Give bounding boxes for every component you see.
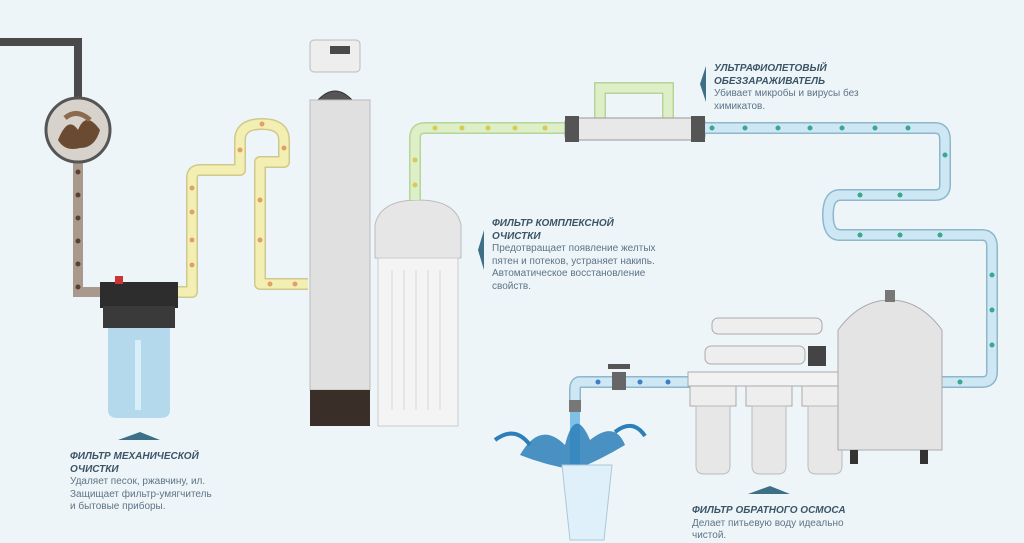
caption-line: пятен и потеков, устраняет накипь.: [492, 255, 655, 267]
caption-uv-sterilizer: УЛЬТРАФИОЛЕТОВЫЙ ОБЕЗЗАРАЖИВАТЕЛЬ Убивае…: [714, 63, 864, 113]
caption-line: химикатов.: [714, 100, 766, 112]
pointer-uv: [700, 66, 706, 102]
tap-icon: [608, 364, 630, 390]
caption-mechanical-filter: ФИЛЬТР МЕХАНИЧЕСКОЙ ОЧИСТКИ Удаляет песо…: [70, 451, 240, 514]
storage-tank: [837, 290, 943, 464]
caption-complex-filter: ФИЛЬТР КОМПЛЕКСНОЙ ОЧИСТКИ Предотвращает…: [492, 218, 662, 293]
caption-line: и бытовые приборы.: [70, 501, 166, 512]
yellow-pipe-dots: [189, 121, 298, 287]
blue-pipe-dots: [709, 125, 995, 385]
green-pipe-dots: [412, 125, 548, 188]
caption-title: ФИЛЬТР КОМПЛЕКСНОЙ ОЧИСТКИ: [492, 218, 614, 242]
pointer-mechanical: [118, 432, 160, 440]
filtered-water-pipe: [409, 122, 575, 200]
mechanical-filter: [100, 276, 178, 418]
caption-title: ФИЛЬТР МЕХАНИЧЕСКОЙ ОЧИСТКИ: [70, 451, 199, 475]
pointer-complex: [478, 230, 484, 270]
caption-title: ФИЛЬТР ОБРАТНОГО ОСМОСА: [692, 505, 846, 516]
reverse-osmosis-filter: [687, 317, 849, 475]
caption-title: УЛЬТРАФИОЛЕТОВЫЙ ОБЕЗЗАРАЖИВАТЕЛЬ: [714, 63, 827, 87]
uv-sterilizer: [564, 116, 706, 142]
caption-line: Удаляет песок, ржавчину, ил.: [70, 476, 206, 487]
caption-line: Делает питьевую воду идеально: [692, 517, 844, 529]
caption-line: Защищает фильтр-умягчитель: [70, 488, 212, 500]
softener-column: [309, 39, 371, 426]
dirty-water-pipe: [73, 160, 110, 297]
pointer-ro: [748, 486, 790, 494]
caption-line: чистой.: [692, 530, 727, 541]
dirty-pipe-dots: [75, 169, 81, 290]
caption-line: Убивает микробы и вирусы без: [714, 88, 859, 99]
dirty-water-icon: [44, 96, 112, 164]
glass-of-water: [493, 400, 647, 541]
brine-tank: [374, 199, 462, 427]
caption-line: Автоматическое восстановление: [492, 268, 646, 279]
caption-ro-filter: ФИЛЬТР ОБРАТНОГО ОСМОСА Делает питьевую …: [692, 505, 872, 543]
caption-line: свойств.: [492, 280, 532, 292]
inlet-pipe: [0, 38, 82, 100]
caption-line: Предотвращает появление желтых: [492, 243, 656, 254]
